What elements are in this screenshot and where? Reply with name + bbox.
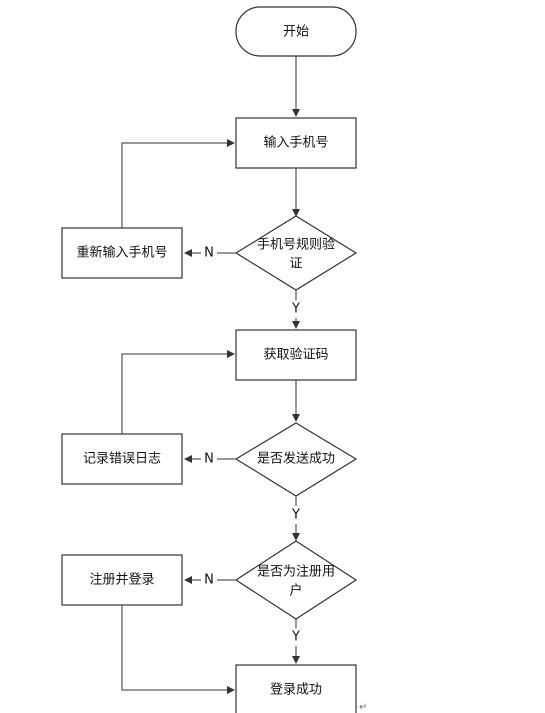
login-success-box bbox=[235, 664, 357, 713]
send-check-diamond bbox=[234, 422, 358, 497]
register-login-label: 注册并登录 bbox=[89, 573, 154, 588]
user-check-label-line1: 是否为注册用 bbox=[257, 565, 335, 580]
start-label: 开始 bbox=[283, 25, 309, 40]
edge-label-yes-send: Y bbox=[291, 508, 300, 523]
input-phone-label: 输入手机号 bbox=[263, 135, 328, 151]
register-login-box bbox=[61, 554, 183, 606]
edge-label-no-phone: N bbox=[204, 246, 214, 261]
send-check-label: 是否发送成功 bbox=[257, 451, 335, 467]
phone-check-label-line2: 证 bbox=[289, 257, 302, 272]
get-code-label: 获取验证码 bbox=[263, 347, 328, 363]
user-check-diamond bbox=[234, 540, 358, 620]
edge-label-no-user: N bbox=[204, 573, 214, 588]
edge-label-yes-phone: Y bbox=[291, 302, 300, 317]
phone-check-diamond bbox=[234, 215, 358, 291]
get-code-box bbox=[235, 329, 357, 381]
paragraph-return-mark: ↵ bbox=[359, 702, 367, 713]
edge-label-no-send: N bbox=[204, 452, 214, 467]
reenter-phone-label: 重新输入手机号 bbox=[76, 245, 167, 261]
login-success-label: 登录成功 bbox=[270, 683, 322, 698]
input-phone-box bbox=[235, 117, 357, 169]
edge-register-to-success bbox=[121, 605, 235, 694]
edge-label-yes-user: Y bbox=[291, 630, 300, 645]
phone-check-label-line1: 手机号规则验 bbox=[257, 237, 335, 253]
user-check-label-line2: 户 bbox=[289, 583, 302, 599]
edge-reenter-loop bbox=[121, 139, 235, 228]
edge-log-loop bbox=[121, 350, 235, 434]
log-error-box bbox=[61, 433, 183, 485]
start-terminal bbox=[235, 6, 357, 57]
log-error-label: 记录错误日志 bbox=[83, 452, 161, 467]
reenter-phone-box bbox=[61, 227, 183, 279]
